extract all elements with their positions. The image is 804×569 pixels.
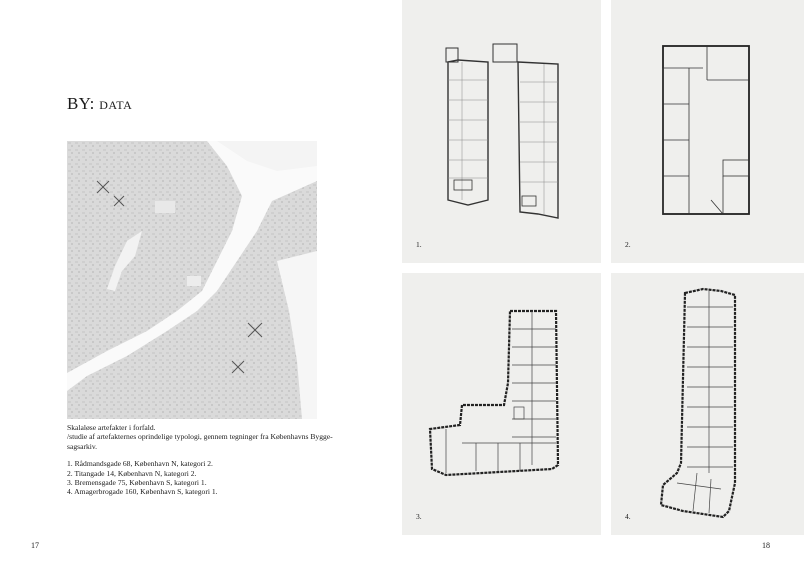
page-number-right: 18 bbox=[762, 541, 770, 550]
list-item: 4. Amagerbrogade 160, København S, kateg… bbox=[67, 487, 218, 497]
page-number-left: 17 bbox=[31, 541, 39, 550]
title-main: BY: bbox=[67, 94, 95, 113]
caption-line-1: Skalaløse artefakter i forfald. bbox=[67, 423, 156, 432]
cross-marker-icon bbox=[231, 360, 245, 374]
left-page: BY: DATA bbox=[31, 94, 357, 550]
floor-plan-3 bbox=[428, 309, 560, 477]
floor-plan-panel-4: 4. bbox=[611, 273, 804, 535]
floor-plan-panel-3: 3. bbox=[402, 273, 601, 535]
floor-plan-1 bbox=[445, 43, 559, 219]
page-title: BY: DATA bbox=[67, 94, 132, 114]
plan-label: 3. bbox=[416, 512, 422, 521]
plan-label: 1. bbox=[416, 240, 422, 249]
floor-plan-2 bbox=[662, 45, 750, 215]
cross-marker-icon bbox=[247, 322, 263, 338]
plan-label: 2. bbox=[625, 240, 631, 249]
floor-plan-panel-1: 1. bbox=[402, 0, 601, 263]
right-page: 1. 2. bbox=[402, 0, 804, 569]
caption-line-3: sagsarkiv. bbox=[67, 441, 98, 451]
floor-plan-panel-2: 2. bbox=[611, 0, 804, 263]
map-caption: Skalaløse artefakter i forfald. /studie … bbox=[67, 423, 357, 497]
list-item: 3. Bremensgade 75, København S, kategori… bbox=[67, 478, 207, 488]
caption-spacer bbox=[67, 451, 357, 459]
cross-marker-icon bbox=[113, 195, 125, 207]
cross-marker-icon bbox=[96, 180, 110, 194]
map-graphic bbox=[67, 141, 317, 419]
plan-label: 4. bbox=[625, 512, 631, 521]
caption-line-2: /studie af artefakternes oprindelige typ… bbox=[67, 432, 333, 442]
list-item: 1. Rådmandsgade 68, København N, kategor… bbox=[67, 459, 213, 469]
list-item: 2. Titangade 14, København N, kategori 2… bbox=[67, 468, 197, 478]
city-map bbox=[67, 141, 317, 419]
title-sub: DATA bbox=[99, 98, 133, 112]
floor-plan-4 bbox=[659, 287, 737, 519]
